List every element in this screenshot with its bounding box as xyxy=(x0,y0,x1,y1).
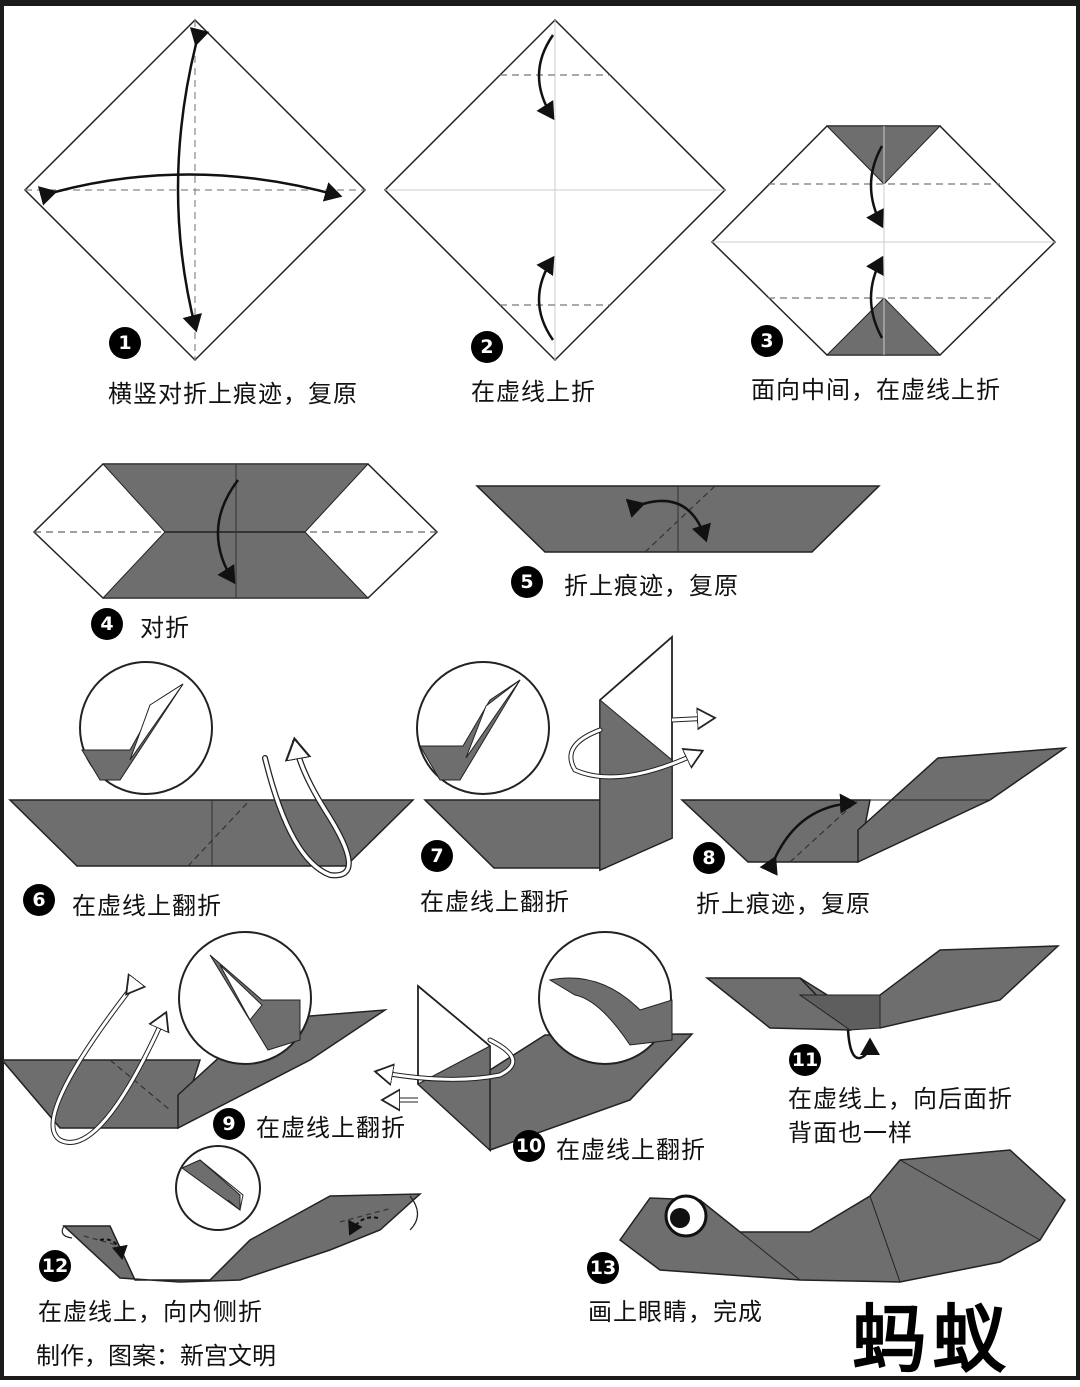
step-7-badge: 7 xyxy=(421,840,453,872)
step-1-badge: 1 xyxy=(109,327,141,359)
step-4-diagram xyxy=(32,463,439,599)
step-10-badge: 10 xyxy=(513,1130,545,1162)
step-10-caption: 在虚线上翻折 xyxy=(556,1136,706,1164)
step-5-diagram xyxy=(475,485,881,553)
step-8-caption: 折上痕迹，复原 xyxy=(696,890,871,918)
step-8-badge: 8 xyxy=(693,842,725,874)
step-5-caption: 折上痕迹，复原 xyxy=(564,572,739,600)
diagram-title: 蚂蚁 xyxy=(852,1297,1012,1383)
step-11-badge: 11 xyxy=(789,1044,821,1076)
step-2-caption: 在虚线上折 xyxy=(471,378,596,406)
step-4-badge: 4 xyxy=(91,608,123,640)
step-12-caption: 在虚线上，向内侧折 xyxy=(38,1298,263,1326)
step-13-caption: 画上眼睛，完成 xyxy=(588,1298,763,1326)
step-9-diagram xyxy=(0,931,388,1145)
step-13-diagram xyxy=(618,1149,1066,1283)
step-13-badge: 13 xyxy=(587,1252,619,1284)
step-7-diagram xyxy=(416,635,712,872)
step-2-diagram xyxy=(383,18,727,362)
step-12-diagram xyxy=(61,1145,423,1283)
step-1-diagram xyxy=(23,18,367,362)
step-9-badge: 9 xyxy=(213,1108,245,1140)
step-5-badge: 5 xyxy=(511,566,543,598)
step-7-caption: 在虚线上翻折 xyxy=(420,888,570,916)
step-2-badge: 2 xyxy=(471,331,503,363)
step-11-diagram xyxy=(704,945,1060,1060)
step-11-caption: 在虚线上，向后面折 背面也一样 xyxy=(788,1085,1013,1147)
step-6-badge: 6 xyxy=(23,884,55,916)
step-9-caption: 在虚线上翻折 xyxy=(256,1114,406,1142)
step-1-caption: 横竖对折上痕迹，复原 xyxy=(108,380,358,408)
credit-line: 制作，图案：新宫文明 xyxy=(36,1342,276,1370)
step-3-badge: 3 xyxy=(751,325,783,357)
step-4-caption: 对折 xyxy=(140,614,190,642)
step-6-diagram xyxy=(8,661,415,879)
step-3-diagram xyxy=(710,125,1057,356)
step-10-diagram xyxy=(378,931,694,1153)
step-6-caption: 在虚线上翻折 xyxy=(72,892,222,920)
step-8-diagram xyxy=(680,747,1068,876)
step-3-caption: 面向中间，在虚线上折 xyxy=(751,376,1001,404)
step-12-badge: 12 xyxy=(39,1250,71,1282)
